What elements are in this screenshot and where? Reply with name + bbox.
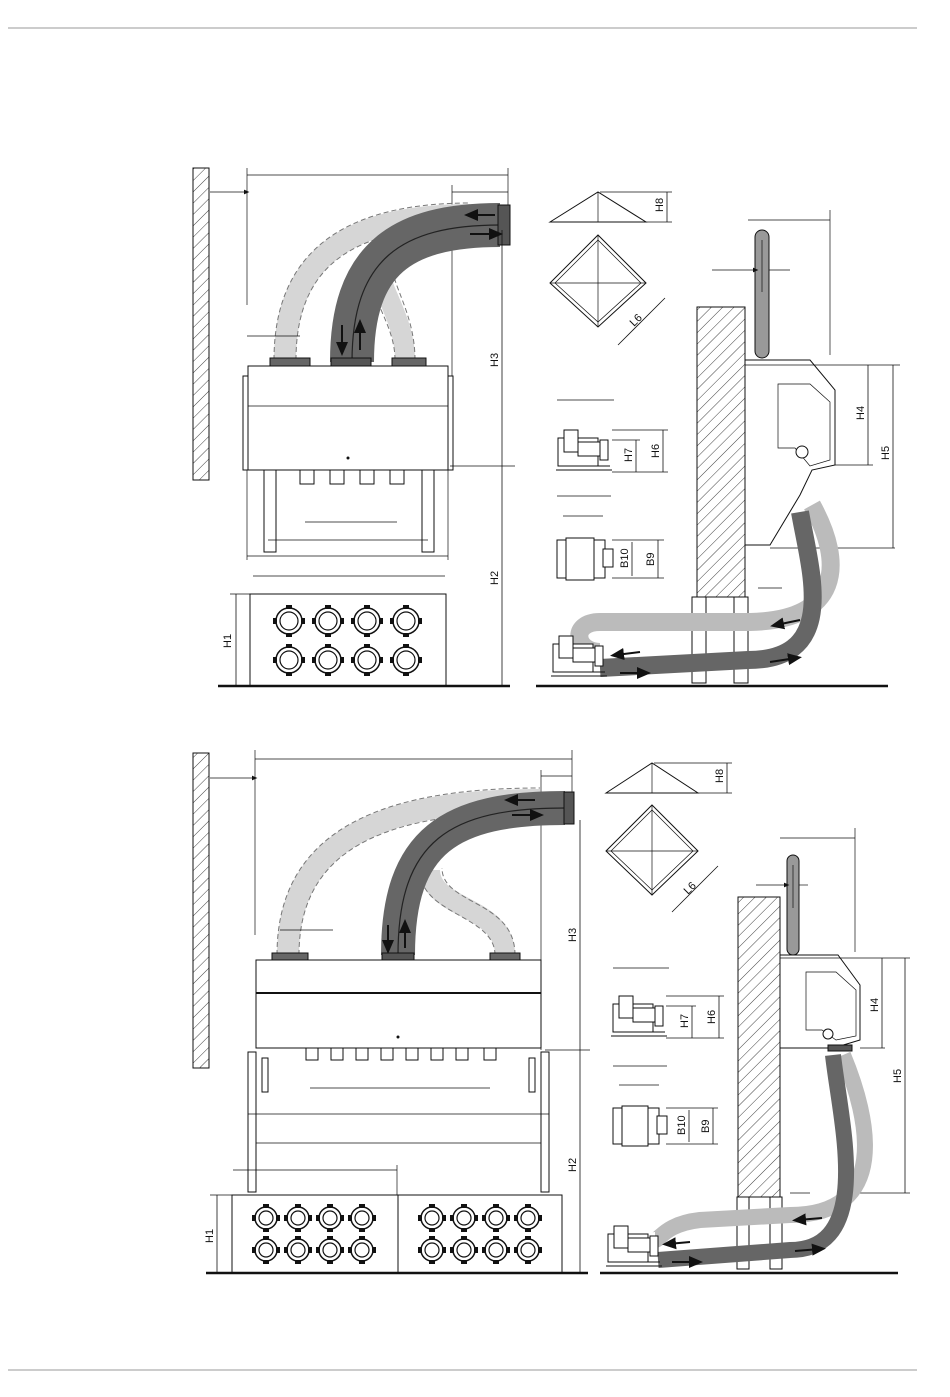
top-label-l6: L6 [628,312,645,329]
bottom-label-b10: B10 [676,1115,688,1135]
bottom-side-view: H8 L6 H7 H6 B10 B9 [600,763,910,1273]
top-label-b10: B10 [619,548,631,568]
bottom-label-h2: H2 [567,1158,579,1172]
top-label-h7: H7 [623,448,635,462]
top-label-h2: H2 [489,571,501,585]
wall [193,168,209,480]
top-label-h4: H4 [855,406,867,420]
bottom-label-h1: H1 [204,1229,216,1243]
bottom-label-h4: H4 [869,998,881,1012]
bottom-label-l6: L6 [682,880,699,897]
bottom-label-h8: H8 [714,769,726,783]
top-label-h3: H3 [489,353,501,367]
top-label-b9: B9 [645,553,657,566]
top-label-h6: H6 [650,444,662,458]
top-front-view: H1 H3 H2 [193,168,515,686]
bottom-label-h5: H5 [892,1069,904,1083]
fan-panel [250,594,446,686]
bottom-label-h3: H3 [567,928,579,942]
bottom-front-view: H1 H3 H2 [193,750,590,1273]
top-label-h1: H1 [222,634,234,648]
bottom-label-b9: B9 [700,1120,712,1133]
top-label-h8: H8 [654,198,666,212]
unit-body [248,366,448,470]
bottom-label-h6: H6 [706,1010,718,1024]
top-side-view: H8 L6 H7 H6 B10 B9 [536,192,900,686]
top-label-h5: H5 [880,446,892,460]
bottom-label-h7: H7 [679,1014,691,1028]
side-wall [697,307,745,597]
